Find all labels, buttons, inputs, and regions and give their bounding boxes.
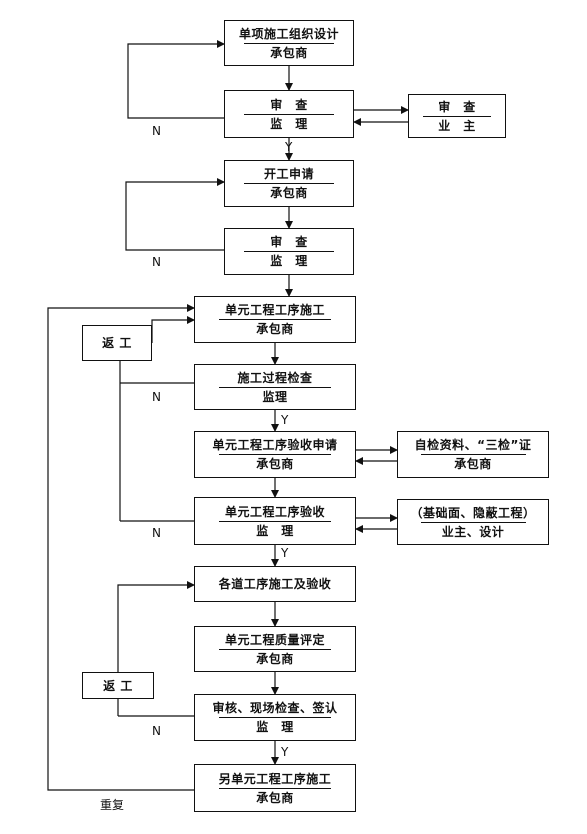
box-quality-evaluation-top: 单元工程质量评定 (224, 632, 325, 647)
label-y-3: Y (281, 546, 289, 560)
box-separator (219, 520, 331, 522)
box-separator (244, 113, 334, 115)
label-repeat: 重复 (100, 798, 125, 812)
box-each-process: 各道工序施工及验收 (194, 566, 356, 602)
box-rework-2: 返 工 (82, 672, 154, 699)
box-rework-2-label: 返 工 (103, 678, 133, 693)
box-acceptance-application: 单元工程工序验收申请 承包商 (194, 431, 356, 478)
box-separator (219, 648, 331, 650)
box-next-unit-construction-top: 另单元工程工序施工 (218, 771, 332, 786)
box-review-supervisor-1-top: 审 查 (270, 97, 308, 112)
box-foundation-hidden-works-top: （基础面、隐蔽工程） (410, 505, 536, 520)
label-n-5: N (152, 724, 161, 738)
box-foundation-hidden-works-bottom: 业主、设计 (441, 524, 505, 539)
label-y-4: Y (281, 745, 289, 759)
box-construction-design-bottom: 承包商 (270, 45, 308, 60)
box-self-check-docs: 自检资料、“三检”证 承包商 (397, 431, 549, 478)
loop-n-b2-b1 (127, 40, 225, 119)
box-each-process-label: 各道工序施工及验收 (218, 577, 332, 591)
box-review-inspect-sign-bottom: 监 理 (256, 720, 294, 734)
box-review-owner-top: 审 查 (438, 99, 476, 114)
box-construction-design: 单项施工组织设计 承包商 (224, 20, 354, 66)
box-self-check-docs-top: 自检资料、“三检”证 (414, 438, 532, 452)
box-self-check-docs-bottom: 承包商 (454, 457, 492, 471)
box-separator (244, 251, 334, 252)
box-review-owner-bottom: 业 主 (438, 118, 476, 133)
box-unit-process-construction-bottom: 承包商 (256, 322, 294, 336)
box-review-supervisor-1-bottom: 监 理 (270, 116, 308, 131)
box-review-supervisor-2-top: 审 查 (270, 235, 308, 249)
box-review-owner: 审 查 业 主 (408, 94, 506, 138)
box-start-application-top: 开工申请 (263, 167, 314, 181)
box-unit-process-construction-top: 单元工程工序施工 (224, 303, 325, 317)
box-separator (420, 521, 526, 523)
box-review-inspect-sign: 审核、现场检查、签认 监 理 (194, 694, 356, 741)
label-y-2: Y (281, 413, 289, 427)
box-review-supervisor-2-bottom: 监 理 (270, 254, 308, 268)
box-separator (219, 787, 331, 789)
box-review-supervisor-1: 审 查 监 理 (224, 90, 354, 138)
label-y-1: Y (285, 140, 293, 154)
box-construction-design-top: 单项施工组织设计 (238, 26, 339, 41)
label-n-4: N (152, 526, 161, 540)
label-n-1: N (152, 124, 161, 138)
arrow-rework2-b9 (117, 581, 195, 672)
label-n-3: N (152, 390, 161, 404)
box-acceptance-application-top: 单元工程工序验收申请 (212, 438, 338, 452)
box-separator (420, 454, 526, 455)
box-process-acceptance-bottom: 监 理 (256, 523, 294, 538)
loop-repeat-b12-b5 (47, 304, 195, 791)
box-rework-1-label: 返 工 (102, 336, 132, 350)
box-review-supervisor-2: 审 查 监 理 (224, 228, 354, 275)
box-unit-process-construction: 单元工程工序施工 承包商 (194, 296, 356, 343)
box-process-inspection-bottom: 监理 (262, 389, 288, 404)
box-acceptance-application-bottom: 承包商 (256, 457, 294, 471)
box-separator (219, 717, 331, 718)
box-foundation-hidden-works: （基础面、隐蔽工程） 业主、设计 (397, 499, 549, 545)
box-process-acceptance: 单元工程工序验收 监 理 (194, 497, 356, 545)
box-separator (423, 115, 491, 117)
box-next-unit-construction: 另单元工程工序施工 承包商 (194, 764, 356, 812)
box-start-application: 开工申请 承包商 (224, 160, 354, 207)
box-separator (219, 454, 331, 455)
box-process-inspection: 施工过程检查 监理 (194, 364, 356, 410)
box-next-unit-construction-bottom: 承包商 (256, 790, 294, 805)
box-review-inspect-sign-top: 审核、现场检查、签认 (212, 701, 338, 715)
label-n-2: N (152, 255, 161, 269)
box-quality-evaluation-bottom: 承包商 (256, 651, 294, 666)
loop-n-b4-b3 (125, 178, 225, 251)
arrow-rework1-b5 (151, 316, 195, 343)
box-separator (219, 319, 331, 320)
box-separator (219, 386, 331, 388)
box-separator (244, 42, 334, 44)
box-start-application-bottom: 承包商 (270, 186, 308, 200)
box-separator (244, 183, 334, 184)
box-process-acceptance-top: 单元工程工序验收 (224, 504, 325, 519)
box-rework-1: 返 工 (82, 325, 152, 361)
box-process-inspection-top: 施工过程检查 (237, 370, 313, 385)
box-quality-evaluation: 单元工程质量评定 承包商 (194, 626, 356, 672)
